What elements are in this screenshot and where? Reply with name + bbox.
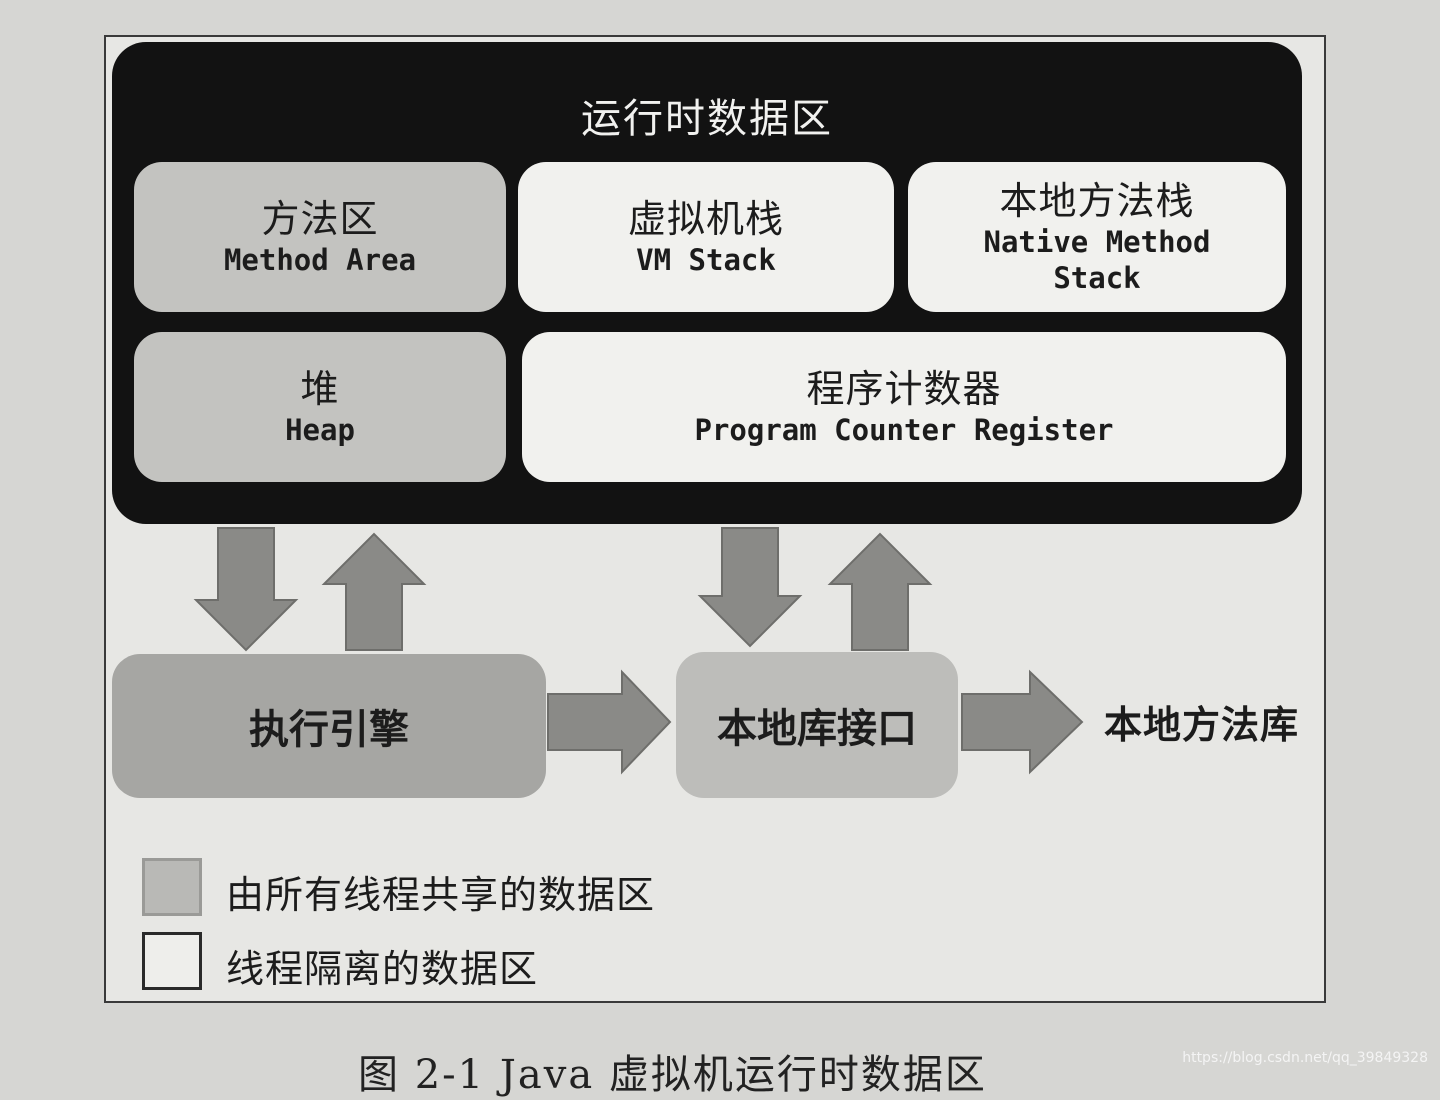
vm-stack-cn: 虚拟机栈 — [627, 197, 784, 241]
pc-register-en: Program Counter Register — [694, 413, 1114, 447]
native-method-stack-en-line1: Native Method — [983, 225, 1211, 259]
legend-isolated-swatch — [142, 932, 202, 990]
legend-isolated-label: 线程隔离的数据区 — [226, 947, 539, 991]
method-area-box: 方法区 Method Area — [134, 162, 506, 312]
native-method-stack-en-line2: Stack — [1053, 261, 1141, 295]
watermark: https://blog.csdn.net/qq_39849328 — [1182, 1050, 1428, 1066]
arrow-engine-to-interface — [547, 669, 672, 775]
native-method-stack-cn: 本地方法栈 — [999, 179, 1195, 223]
method-area-cn: 方法区 — [261, 197, 379, 241]
heap-box: 堆 Heap — [134, 332, 506, 482]
native-method-stack-box: 本地方法栈 Native Method Stack — [908, 162, 1286, 312]
runtime-data-area-title: 运行时数据区 — [581, 96, 833, 142]
method-area-en: Method Area — [223, 243, 417, 277]
figure-caption: 图 2-1 Java 虚拟机运行时数据区 — [358, 1052, 987, 1098]
vm-stack-en: VM Stack — [636, 243, 776, 277]
arrow-up-from-interface — [827, 532, 933, 651]
arrow-down-to-interface — [697, 527, 803, 648]
arrow-up-from-engine — [321, 532, 427, 651]
native-interface-box: 本地库接口 — [676, 652, 958, 798]
heap-en: Heap — [285, 413, 355, 447]
pc-register-cn: 程序计数器 — [806, 367, 1002, 411]
native-library-label: 本地方法库 — [1104, 703, 1300, 747]
legend-shared-swatch — [142, 858, 202, 916]
native-interface-label: 本地库接口 — [717, 706, 917, 752]
pc-register-box: 程序计数器 Program Counter Register — [522, 332, 1286, 482]
arrow-down-to-engine — [193, 527, 299, 652]
arrow-interface-to-library — [961, 669, 1084, 775]
vm-stack-box: 虚拟机栈 VM Stack — [518, 162, 894, 312]
legend-shared-label: 由所有线程共享的数据区 — [226, 873, 656, 917]
execution-engine-label: 执行引擎 — [249, 707, 409, 753]
heap-cn: 堆 — [300, 367, 340, 411]
execution-engine-box: 执行引擎 — [112, 654, 546, 798]
